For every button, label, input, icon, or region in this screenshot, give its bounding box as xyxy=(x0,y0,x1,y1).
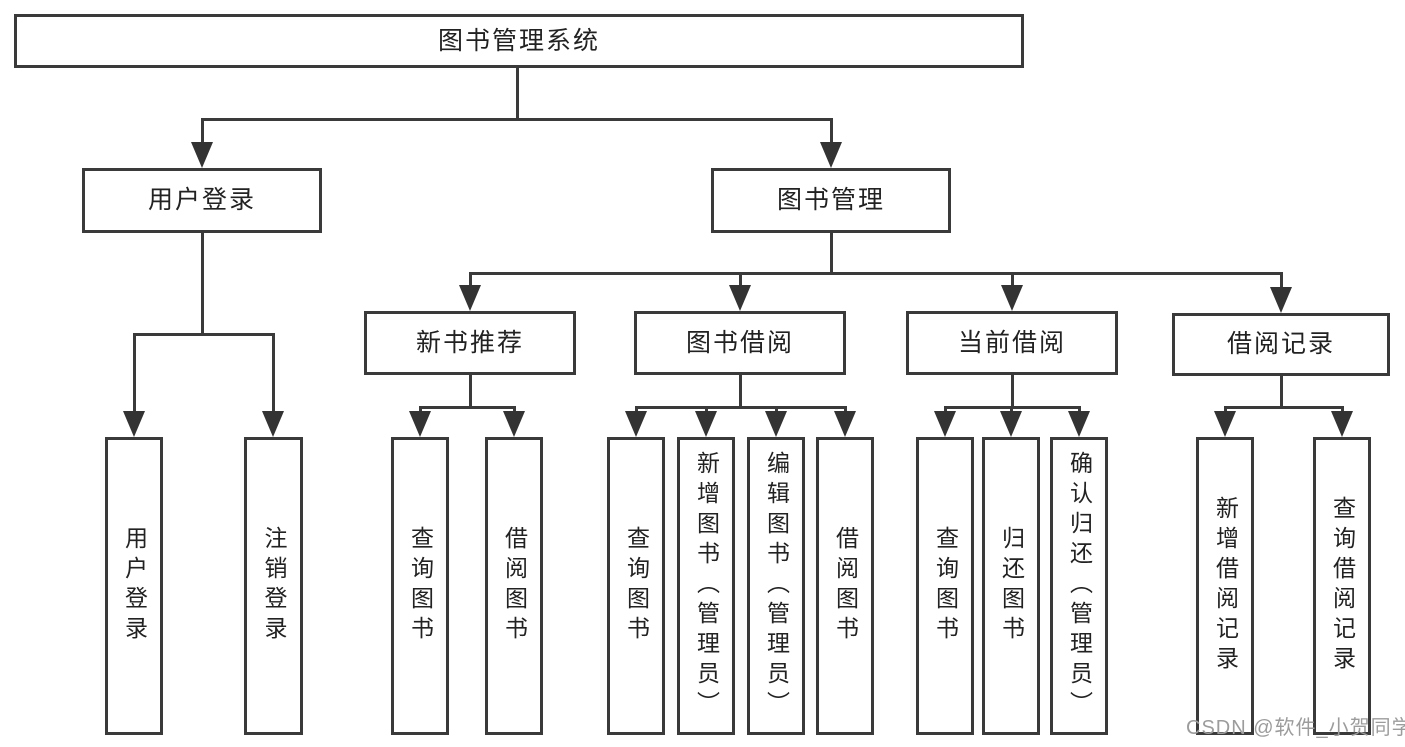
node-current-borrowing: 当前借阅 xyxy=(906,311,1118,375)
arrow-stem-2 xyxy=(132,334,136,417)
connector-segment-3 xyxy=(132,332,275,336)
node-label-leaf-borrow-books-b: 借阅图书 xyxy=(832,526,859,646)
node-label-leaf-user-login: 用户登录 xyxy=(121,526,148,646)
node-root: 图书管理系统 xyxy=(14,14,1024,68)
node-label-book-borrowing: 图书借阅 xyxy=(685,328,794,357)
connector-segment-7 xyxy=(418,405,516,409)
node-leaf-add-books: 新增图书（管理员） xyxy=(677,437,735,735)
node-label-root: 图书管理系统 xyxy=(437,26,600,55)
connector-segment-8 xyxy=(738,375,742,408)
arrow-stem-5 xyxy=(738,273,742,291)
node-leaf-query-borrow-record: 查询借阅记录 xyxy=(1313,437,1371,735)
arrowhead-down-icon xyxy=(409,411,431,437)
csdn-watermark: CSDN @软件_小贺同学 xyxy=(1186,717,1405,739)
arrowhead-down-icon xyxy=(1001,285,1023,311)
node-user-login: 用户登录 xyxy=(82,168,322,233)
arrowhead-down-icon xyxy=(191,142,213,168)
arrowhead-down-icon xyxy=(262,411,284,437)
connector-segment-0 xyxy=(515,68,519,120)
node-label-leaf-logout: 注销登录 xyxy=(261,526,287,646)
arrowhead-down-icon xyxy=(625,411,647,437)
node-label-leaf-query-books-c: 查询图书 xyxy=(932,526,959,646)
node-label-leaf-query-books-b: 查询图书 xyxy=(623,526,650,646)
node-leaf-return-books: 归还图书 xyxy=(982,437,1040,735)
node-leaf-add-borrow-record: 新增借阅记录 xyxy=(1196,437,1254,735)
node-label-current-borrowing: 当前借阅 xyxy=(957,328,1066,357)
arrowhead-down-icon xyxy=(459,285,481,311)
node-label-leaf-query-borrow-record: 查询借阅记录 xyxy=(1329,496,1356,676)
node-label-new-book-recommend: 新书推荐 xyxy=(415,328,524,357)
node-label-leaf-confirm-return: 确认归还（管理员） xyxy=(1066,451,1093,721)
arrowhead-down-icon xyxy=(503,411,525,437)
node-label-borrowing-records: 借阅记录 xyxy=(1226,330,1335,358)
node-leaf-borrow-books-a: 借阅图书 xyxy=(485,437,543,735)
node-label-user-login: 用户登录 xyxy=(147,186,256,214)
connector-segment-6 xyxy=(468,375,472,408)
node-label-leaf-borrow-books-a: 借阅图书 xyxy=(501,526,528,646)
arrowhead-down-icon xyxy=(1068,411,1090,437)
connector-segment-12 xyxy=(1279,376,1283,408)
arrowhead-down-icon xyxy=(834,411,856,437)
node-leaf-query-books-a: 查询图书 xyxy=(391,437,449,735)
node-label-leaf-return-books: 归还图书 xyxy=(998,526,1025,646)
arrow-stem-0 xyxy=(200,119,204,148)
arrowhead-down-icon xyxy=(123,411,145,437)
arrow-stem-7 xyxy=(1279,273,1283,293)
node-label-leaf-query-books-a: 查询图书 xyxy=(407,526,434,646)
arrow-stem-3 xyxy=(271,334,275,417)
arrowhead-down-icon xyxy=(695,411,717,437)
node-book-borrowing: 图书借阅 xyxy=(634,311,846,375)
node-leaf-query-books-b: 查询图书 xyxy=(607,437,665,735)
node-borrowing-records: 借阅记录 xyxy=(1172,313,1390,376)
arrowhead-down-icon xyxy=(1270,287,1292,313)
node-label-leaf-add-borrow-record: 新增借阅记录 xyxy=(1212,496,1239,676)
arrowhead-down-icon xyxy=(1214,411,1236,437)
arrowhead-down-icon xyxy=(1331,411,1353,437)
node-leaf-logout: 注销登录 xyxy=(244,437,303,735)
node-book-management: 图书管理 xyxy=(711,168,951,233)
node-leaf-user-login: 用户登录 xyxy=(105,437,163,735)
node-leaf-query-books-c: 查询图书 xyxy=(916,437,974,735)
connector-segment-9 xyxy=(634,405,847,409)
arrow-stem-6 xyxy=(1010,273,1014,291)
connector-segment-4 xyxy=(829,233,833,274)
arrow-stem-1 xyxy=(829,119,833,148)
connector-segment-10 xyxy=(1010,375,1014,408)
arrowhead-down-icon xyxy=(765,411,787,437)
node-leaf-edit-books: 编辑图书（管理员） xyxy=(747,437,805,735)
connector-segment-1 xyxy=(200,117,833,121)
arrowhead-down-icon xyxy=(1000,411,1022,437)
node-leaf-confirm-return: 确认归还（管理员） xyxy=(1050,437,1108,735)
node-leaf-borrow-books-b: 借阅图书 xyxy=(816,437,874,735)
node-label-book-management: 图书管理 xyxy=(776,186,885,214)
connector-segment-13 xyxy=(1223,405,1344,409)
node-label-leaf-add-books: 新增图书（管理员） xyxy=(693,451,720,721)
arrowhead-down-icon xyxy=(729,285,751,311)
arrowhead-down-icon xyxy=(934,411,956,437)
arrow-stem-4 xyxy=(468,273,472,291)
connector-segment-2 xyxy=(200,233,204,335)
connector-segment-5 xyxy=(468,271,1283,275)
arrowhead-down-icon xyxy=(820,142,842,168)
node-label-leaf-edit-books: 编辑图书（管理员） xyxy=(763,451,790,721)
node-new-book-recommend: 新书推荐 xyxy=(364,311,576,375)
